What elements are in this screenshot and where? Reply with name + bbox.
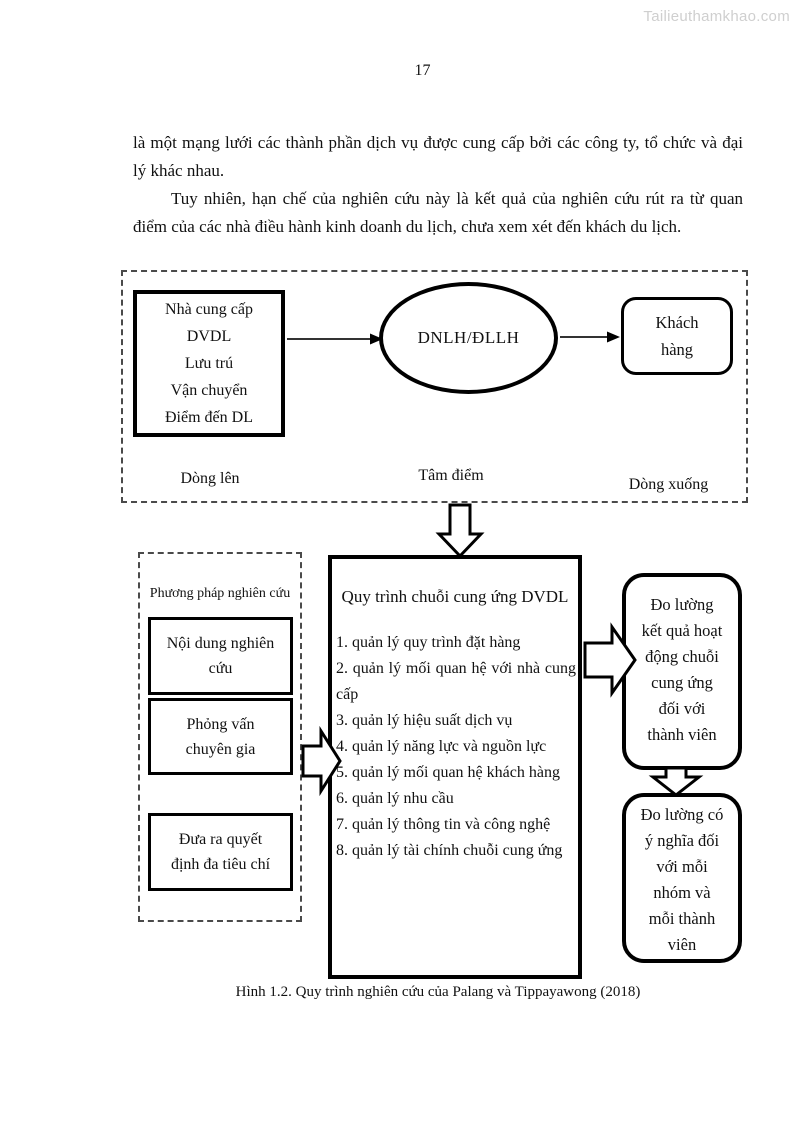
process-box-title: Quy trình chuỗi cung ứng DVDL: [341, 587, 569, 606]
process-item: 4. quản lý năng lực và nguồn lực: [336, 738, 547, 755]
outcome-line: viên: [667, 935, 697, 954]
diagram1-dashed-frame: [121, 270, 748, 503]
body-paragraph-2: Tuy nhiên, hạn chế của nghiên cứu này là…: [133, 189, 743, 236]
outcome-box-meaningful-measure: Đo lường có ý nghĩa đối với mỗi nhóm và …: [622, 793, 742, 963]
outcome-line: đối với: [658, 699, 706, 718]
supplier-line: DVDL: [186, 328, 232, 345]
supplier-line: Lưu trú: [184, 355, 234, 372]
method-box-line: Nội dung nghiên: [166, 635, 275, 652]
process-item: 3. quản lý hiệu suất dịch vụ: [336, 712, 513, 729]
method-box-line: Đưa ra quyết: [178, 831, 263, 848]
figure-caption: Hình 1.2. Quy trình nghiên cứu của Palan…: [235, 984, 641, 1000]
supplier-box: Nhà cung cấp DVDL Lưu trú Vận chuyển Điể…: [133, 290, 285, 437]
supplier-line: Điểm đến DL: [165, 409, 253, 426]
outcome-line: Đo lường: [650, 595, 714, 614]
method-panel-title: Phương pháp nghiên cứu: [149, 586, 291, 601]
method-box-expert-interview: Phỏng vấn chuyên gia: [148, 698, 293, 775]
outcome-line: với mỗi: [656, 857, 708, 876]
label-downstream: Dòng xuống: [628, 476, 709, 493]
process-item: 1. quản lý quy trình đặt hàng: [336, 634, 521, 651]
outcome-line: kết quả hoạt: [641, 621, 723, 640]
method-box-research-content: Nội dung nghiên cứu: [148, 617, 293, 695]
method-box-line: định đa tiêu chí: [170, 856, 271, 873]
method-panel-dashed-frame: [138, 552, 302, 922]
label-focal-point: Tâm điểm: [418, 467, 484, 484]
process-box-border: [328, 555, 582, 979]
page-number: 17: [414, 62, 431, 79]
supplier-line: Vận chuyển: [170, 382, 248, 399]
process-item: 8. quản lý tài chính chuỗi cung ứng: [336, 842, 563, 859]
outcome-line: ý nghĩa đối: [644, 831, 720, 850]
supplier-line: Nhà cung cấp: [165, 301, 253, 318]
outcome-line: cung ứng: [651, 673, 713, 692]
focal-company-ellipse: DNLH/ĐLLH: [379, 282, 558, 394]
body-paragraph-1: là một mạng lưới các thành phần dịch vụ …: [133, 133, 743, 180]
method-box-multicriteria-decision: Đưa ra quyết định đa tiêu chí: [148, 813, 293, 891]
method-box-line: cứu: [208, 660, 233, 677]
label-upstream: Dòng lên: [180, 470, 240, 487]
customer-box: Khách hàng: [621, 297, 733, 375]
process-item-list: 1. quản lý quy trình đặt hàng 2. quản lý…: [336, 630, 576, 864]
process-item: 5. quản lý mối quan hệ khách hàng: [336, 764, 560, 781]
method-box-line: Phỏng vấn: [186, 715, 255, 733]
body-text: là một mạng lưới các thành phần dịch vụ …: [133, 129, 743, 241]
customer-line: Khách: [655, 313, 699, 332]
process-item: 6. quản lý nhu cầu: [336, 790, 454, 807]
focal-company-label: DNLH/ĐLLH: [417, 328, 520, 347]
process-item: 2. quản lý mối quan hệ với nhà cung cấp: [336, 660, 576, 703]
block-arrow-outcome1-to-outcome2: [648, 766, 704, 797]
process-item: 7. quản lý thông tin và công nghệ: [336, 816, 551, 833]
outcome-box-performance-measure: Đo lường kết quả hoạt động chuỗi cung ứn…: [622, 573, 742, 770]
outcome-line: thành viên: [647, 725, 717, 744]
watermark: Tailieuthamkhao.com: [643, 8, 790, 25]
outcome-line: Đo lường có: [640, 805, 724, 824]
outcome-line: mỗi thành: [648, 909, 716, 928]
outcome-line: nhóm và: [653, 883, 711, 902]
customer-line: hàng: [660, 340, 694, 359]
block-arrow-down-main: [435, 503, 485, 559]
method-box-line: chuyên gia: [185, 740, 256, 758]
outcome-line: động chuỗi: [645, 647, 719, 666]
